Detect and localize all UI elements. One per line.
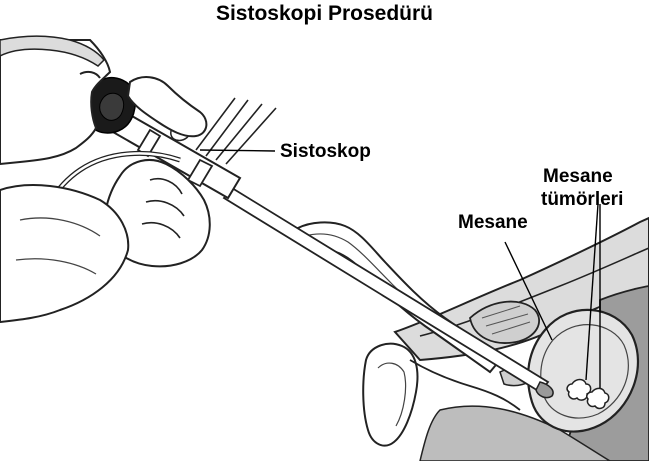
pelvic-anatomy xyxy=(395,218,649,461)
label-bladder: Mesane xyxy=(458,211,528,235)
label-bladder-tumors-line2: tümörleri xyxy=(541,188,623,212)
eyepiece-rim xyxy=(100,93,124,120)
leader-line-cystoscope xyxy=(200,150,275,151)
doctor-sleeve xyxy=(0,185,128,322)
label-bladder-tumors-line1: Mesane xyxy=(543,165,613,189)
scrotum xyxy=(363,344,417,446)
light-cable xyxy=(196,98,276,164)
label-cystoscope: Sistoskop xyxy=(280,140,371,164)
